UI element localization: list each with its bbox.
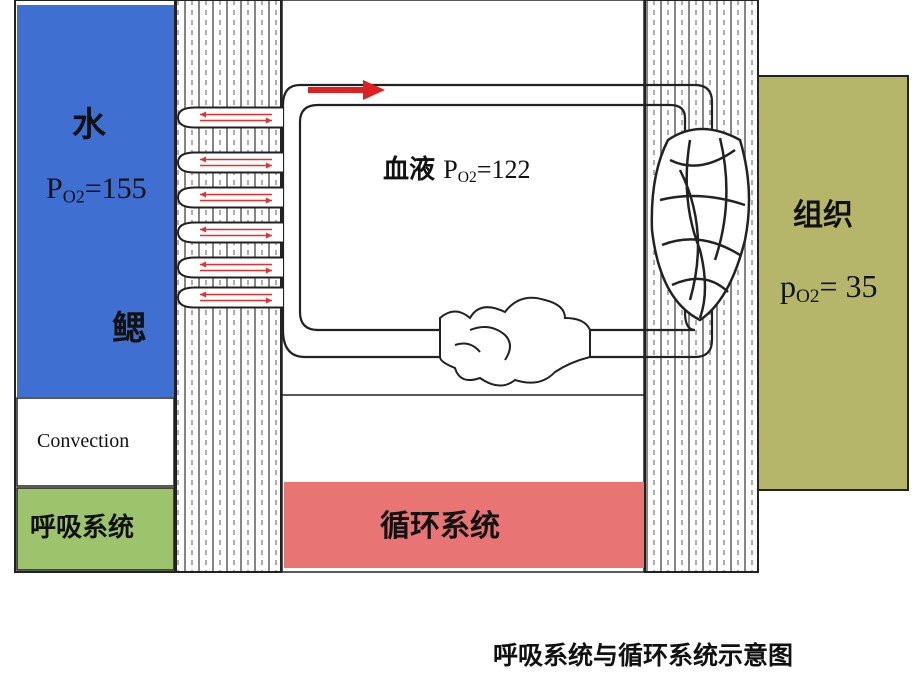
- gill-flow-arrowhead: [200, 291, 206, 298]
- gill-flow-arrowhead: [266, 162, 272, 169]
- respiratory-system-box: [16, 487, 175, 571]
- gill-flow-arrowhead: [200, 226, 206, 233]
- convection-label: Convection: [37, 430, 130, 452]
- gill-lamella: [176, 286, 283, 309]
- gill-lamellae: [176, 106, 283, 309]
- diagram-caption: 呼吸系统与循环系统示意图: [493, 641, 794, 670]
- tissue-label: 组织: [793, 198, 853, 233]
- respiratory-system-label: 呼吸系统: [30, 513, 135, 543]
- tissue-box: [757, 75, 909, 491]
- heart: [439, 296, 591, 387]
- gill-flow-arrowhead: [200, 191, 206, 198]
- gill-flow-arrowhead: [200, 261, 206, 268]
- gill-flow-arrowhead: [266, 232, 272, 239]
- left-vessel-column: [175, 0, 282, 573]
- blood-flow-arrow: [308, 80, 385, 100]
- gill-flow-arrowhead: [266, 297, 272, 304]
- blood-po2-label: 血液 PO2=122: [383, 155, 531, 186]
- gill-lamella: [176, 256, 283, 279]
- water-box: [17, 5, 174, 397]
- gill-flow-arrowhead: [266, 197, 272, 204]
- gill-lamella: [176, 221, 283, 244]
- gill-flow-arrowhead: [200, 156, 206, 163]
- gill-flow-arrowhead: [266, 267, 272, 274]
- gill-lamella: [176, 106, 283, 129]
- circulatory-system-box: [284, 482, 644, 568]
- capillary-bed: [650, 127, 751, 322]
- water-title: 水: [72, 105, 106, 145]
- gill-flow-arrowhead: [266, 117, 272, 124]
- gill-flow-arrowhead: [200, 111, 206, 118]
- gill-label: 鳃: [112, 309, 146, 349]
- water-po2-label: PO2=155: [46, 172, 147, 207]
- middle-panel: [281, 0, 645, 573]
- circulatory-system-label: 循环系统: [380, 509, 500, 544]
- tissue-po2-label: pO2= 35: [780, 268, 878, 307]
- gill-lamella: [176, 186, 283, 209]
- gill-lamella: [176, 151, 283, 174]
- convection-box: [16, 397, 175, 487]
